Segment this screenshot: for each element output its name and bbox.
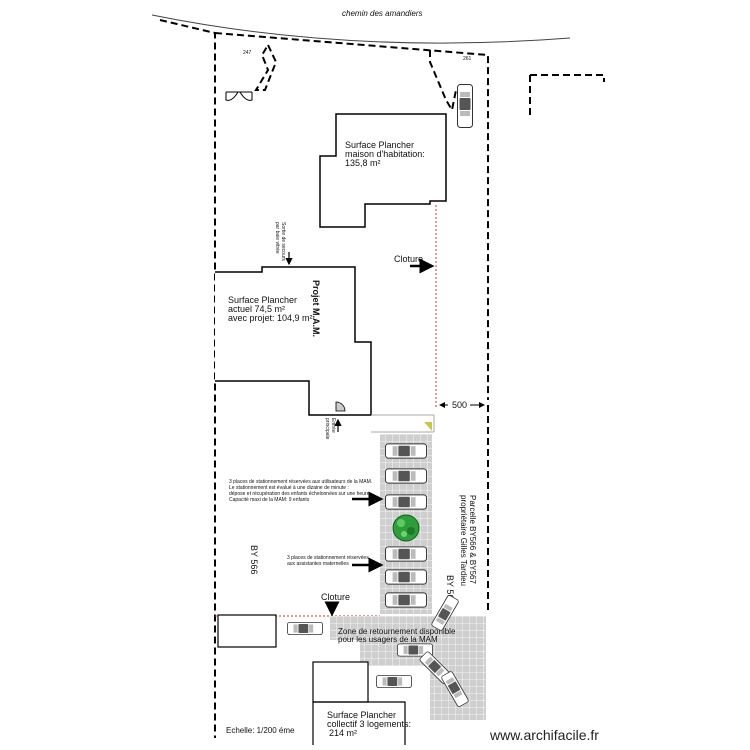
parking-note-line-2: Le stationnement est évalué à une dizain… (229, 485, 349, 491)
scale-label: Echelle: 1/200 éme (226, 726, 295, 735)
mam-area-line2: actuel 74,5 m² (228, 304, 285, 314)
property-boundary (159, 19, 605, 738)
owner-line-2: propriétaire Gilles Tardieu (459, 495, 468, 586)
side-exit-label-2: par baie vitrée (274, 222, 280, 254)
annex-building (217, 614, 277, 648)
parking-note-line-3: dépose et récupération des enfants échel… (229, 491, 371, 497)
collective-building (312, 661, 369, 703)
car-top (457, 84, 473, 128)
gate-symbol (225, 91, 253, 101)
door-swing (335, 401, 346, 412)
dimension-label: 500 (452, 400, 467, 410)
mam-area-line3: avec projet: 104,9 m² (228, 313, 313, 323)
watermark: www.archifacile.fr (490, 727, 599, 743)
house-footprint (319, 113, 447, 228)
assistants-note-line-1: 3 places de stationnement réservées (287, 555, 369, 561)
parcel-label-right: BY 567 (445, 575, 455, 604)
mam-area-title: Surface Plancher (228, 295, 297, 305)
fence-label-lower: Cloture (321, 592, 350, 602)
parking-note-line-1: 3 places de stationnement réservées aux … (229, 479, 372, 485)
parking-car-2 (385, 468, 427, 484)
parcel-label-left: BY 566 (249, 545, 259, 574)
lot-number-247: 247 (243, 50, 252, 56)
road-edge-line (151, 14, 571, 44)
collective-area-line3: 214 m² (329, 728, 357, 738)
owner-line-1: Parcelle BY566 & BY567 (468, 495, 477, 584)
projet-mam-label: Projet M.A.M. (311, 280, 321, 337)
street-name: chemin des amandiers (342, 9, 422, 18)
collective-area-title: Surface Plancher (327, 710, 396, 720)
house-area-title: Surface Plancher (345, 140, 414, 150)
mam-footprint (215, 266, 372, 416)
collective-area-line2: collectif 3 logements: (327, 719, 411, 729)
car-annex (287, 621, 323, 636)
parking-car-1 (385, 443, 427, 459)
turnaround-label-1: Zone de retournement disponible (338, 627, 456, 636)
turnaround-label-2: pour les usagers de la MAM (338, 635, 438, 644)
parking-car-6 (385, 592, 427, 608)
collective-outline (312, 701, 406, 745)
parking-car-3 (385, 494, 427, 510)
turnaround-zone (330, 616, 486, 720)
assistants-note-line-2: aux assistantes maternelles (287, 561, 349, 567)
side-exit-label-1: Sortie de secours (280, 222, 286, 261)
house-area-line2: maison d'habitation: (345, 149, 425, 159)
main-entry-label-2: principale (324, 418, 330, 440)
parking-car-4 (385, 546, 427, 562)
parking-note-line-4: Capacité maxi de la MAM: 9 enfants (229, 497, 310, 503)
house-area-line3: 135,8 m² (345, 158, 381, 168)
car-collective (376, 674, 412, 689)
lot-number-261: 261 (463, 56, 472, 62)
parking-car-5 (385, 569, 427, 585)
tree-symbol (392, 514, 420, 542)
main-entry-label-1: Entrée (330, 418, 336, 433)
fence-label-upper: Cloture (394, 254, 423, 264)
